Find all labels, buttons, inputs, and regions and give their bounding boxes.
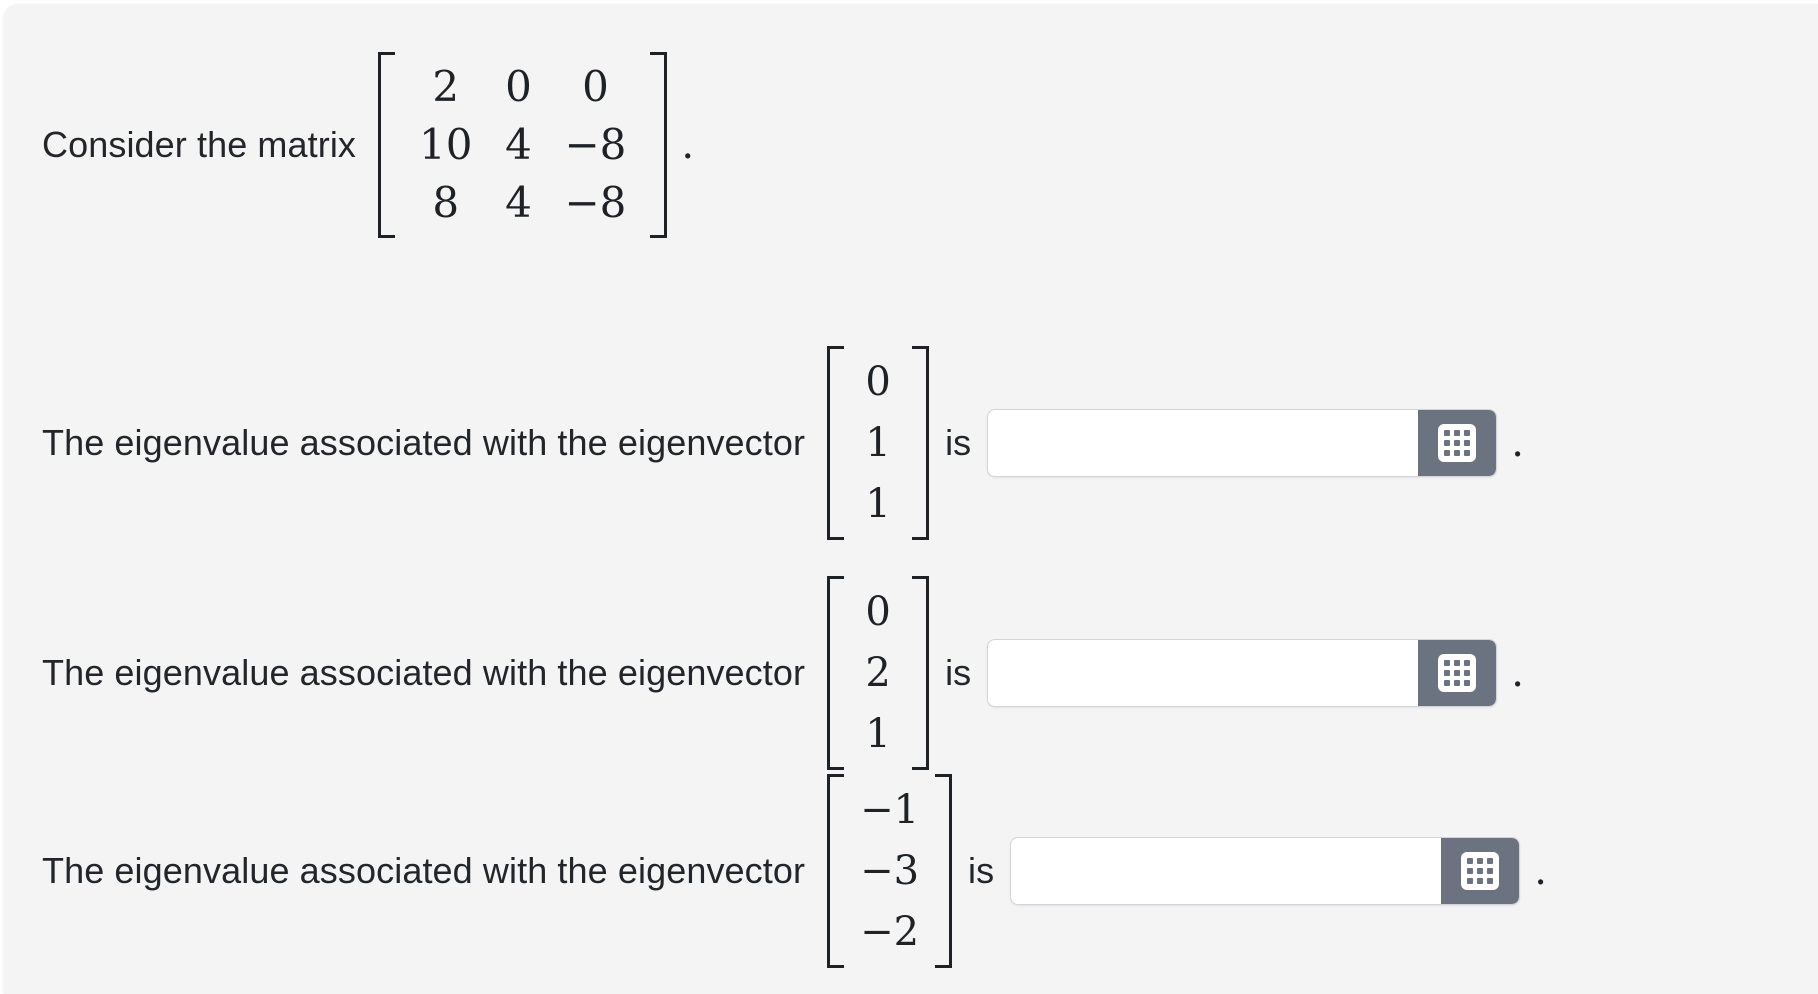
- vector-left-bracket: [827, 346, 845, 541]
- math-keypad-button-1[interactable]: [1418, 410, 1497, 477]
- vector-right-bracket: [912, 346, 930, 541]
- question-1-lead-text: The eigenvalue associated with the eigen…: [42, 422, 806, 464]
- question-1-period: .: [1511, 420, 1524, 467]
- matrix-a: 2 0 0 10 4 −8 8 4 −8: [378, 52, 668, 238]
- question-2-lead-text: The eigenvalue associated with the eigen…: [42, 652, 806, 694]
- matrix-cell: 4: [505, 177, 532, 227]
- eigenvector-1: 0 1 1: [827, 346, 930, 541]
- matrix-cell: 0: [582, 62, 609, 111]
- vector-cell: 1: [865, 710, 891, 757]
- math-keypad-button-3[interactable]: [1441, 838, 1520, 905]
- matrix-right-bracket: [650, 52, 668, 238]
- eigenvalue-input-1[interactable]: [988, 410, 1419, 477]
- eigenvector-1-grid: 0 1 1: [844, 346, 912, 540]
- eigenvector-3: −1 −3 −2: [827, 774, 953, 969]
- vector-cell: −1: [860, 787, 920, 833]
- matrix-a-grid: 2 0 0 10 4 −8 8 4 −8: [395, 52, 650, 238]
- vector-cell: 1: [865, 419, 891, 466]
- answer-box-1[interactable]: [987, 409, 1498, 478]
- question-2-connector: is: [945, 652, 972, 694]
- matrix-cell: −8: [564, 119, 627, 169]
- question-row-1: The eigenvalue associated with the eigen…: [42, 346, 1524, 541]
- eigenvector-2-grid: 0 2 1: [844, 576, 912, 770]
- vector-left-bracket: [827, 576, 845, 771]
- answer-box-2[interactable]: [987, 639, 1498, 708]
- vector-left-bracket: [827, 774, 845, 969]
- eigenvalue-input-3[interactable]: [1011, 838, 1442, 905]
- vector-cell: −2: [860, 908, 920, 955]
- vector-cell: −3: [860, 847, 920, 894]
- question-2-period: .: [1511, 650, 1524, 697]
- matrix-cell: 4: [505, 119, 532, 169]
- question-1-connector: is: [945, 422, 972, 464]
- matrix-cell: 8: [432, 177, 460, 227]
- matrix-prompt-row: Consider the matrix 2 0 0 10 4 −8 8 4 −8…: [42, 52, 694, 238]
- question-row-2: The eigenvalue associated with the eigen…: [42, 576, 1524, 771]
- question-row-3: The eigenvalue associated with the eigen…: [42, 774, 1547, 969]
- eigenvector-3-grid: −1 −3 −2: [844, 774, 935, 968]
- answer-box-3[interactable]: [1010, 837, 1521, 906]
- matrix-cell: 0: [505, 62, 532, 111]
- math-keypad-icon: [1461, 852, 1500, 891]
- question-3-period: .: [1534, 848, 1547, 895]
- question-card: Consider the matrix 2 0 0 10 4 −8 8 4 −8…: [4, 4, 1818, 994]
- matrix-cell: 2: [432, 62, 460, 111]
- prompt-period: .: [681, 121, 695, 168]
- prompt-lead-text: Consider the matrix: [42, 123, 357, 165]
- question-3-lead-text: The eigenvalue associated with the eigen…: [42, 850, 806, 892]
- vector-cell: 2: [865, 649, 891, 696]
- vector-cell: 0: [865, 359, 891, 405]
- math-keypad-icon: [1438, 654, 1477, 693]
- vector-right-bracket: [912, 576, 930, 771]
- math-keypad-icon: [1438, 424, 1477, 463]
- vector-cell: 1: [865, 480, 891, 527]
- eigenvector-2: 0 2 1: [827, 576, 930, 771]
- vector-right-bracket: [935, 774, 953, 969]
- vector-cell: 0: [865, 589, 891, 635]
- question-3-connector: is: [968, 850, 995, 892]
- math-keypad-button-2[interactable]: [1418, 640, 1497, 707]
- eigenvalue-input-2[interactable]: [988, 640, 1419, 707]
- matrix-left-bracket: [378, 52, 396, 238]
- matrix-cell: 10: [419, 119, 473, 169]
- matrix-cell: −8: [564, 177, 627, 227]
